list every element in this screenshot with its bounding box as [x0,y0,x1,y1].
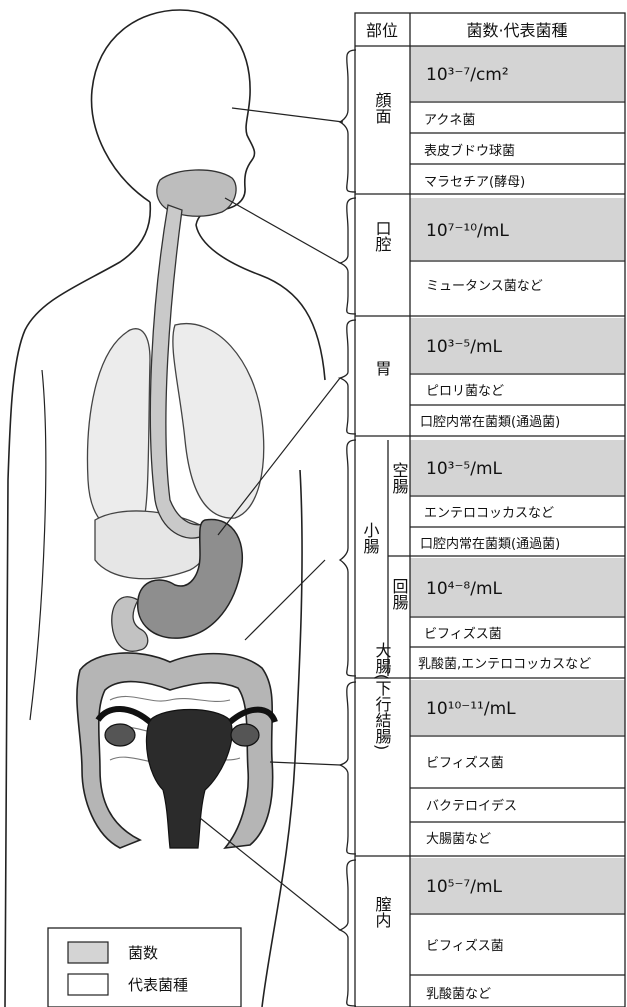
site-jejunum: 空腸 [390,462,409,495]
site-face: 顔面 [373,92,392,124]
bracket-small-intestine [340,440,356,676]
pointer-small-intestine [245,560,325,640]
left-fallopian-tube [98,709,150,722]
flora-table: 部位 菌数·代表菌種 顔面 口腔 胃 小腸 空腸 回腸 大腸(下行結腸) 膣内 … [340,13,625,1007]
right-lung [173,324,264,518]
site-large-intestine: 大腸(下行結腸) [373,642,392,750]
count-ileum: 10⁴⁻⁸/mL [426,579,503,599]
pointer-vagina [200,818,340,930]
species-face-1: アクネ菌 [424,113,475,128]
pointer-oral [225,198,340,263]
species-ileum-1: ビフィズス菌 [424,626,502,642]
count-large-intestine: 10¹⁰⁻¹¹/mL [426,699,516,719]
site-small-intestine: 小腸 [361,522,380,555]
species-large-intestine-2: バクテロイデス [426,798,517,814]
species-jejunum-2: 口腔内常在菌類(通過菌) [420,536,560,552]
arm-crease [30,370,46,720]
legend-species-swatch [68,974,108,995]
pointer-lines [200,108,343,930]
left-lung [87,329,150,533]
legend-species-label: 代表菌種 [128,976,188,994]
bracket-oral [340,198,356,314]
species-vagina-1: ビフィズス菌 [426,938,504,954]
species-face-3: マラセチア(酵母) [424,175,525,190]
site-ileum: 回腸 [390,578,409,611]
site-oral: 口腔 [373,220,392,253]
uterus [146,710,232,849]
bracket-face [340,50,356,192]
species-large-intestine-1: ビフィズス菌 [426,755,504,771]
legend: 菌数 代表菌種 [48,928,241,1007]
bracket-large-intestine [340,682,356,854]
liver [95,511,209,579]
species-stomach-1: ピロリ菌など [426,384,504,399]
species-vagina-2: 乳酸菌など [426,987,491,1002]
pointer-face [232,108,343,122]
count-face: 10³⁻⁷/cm² [426,65,509,85]
header-info: 菌数·代表菌種 [466,21,567,40]
count-oral: 10⁷⁻¹⁰/mL [426,221,509,241]
header-site: 部位 [366,21,398,40]
count-vagina: 10⁵⁻⁷/mL [426,877,503,897]
right-ovary [231,724,259,746]
legend-count-label: 菌数 [128,944,158,962]
pointer-large-intestine [270,762,340,765]
intestine-coil [110,696,230,701]
left-ovary [105,724,135,746]
bracket-vagina [340,860,356,1006]
bracket-stomach [340,320,356,434]
species-stomach-2: 口腔内常在菌類(通過菌) [420,414,560,430]
count-stomach: 10³⁻⁵/mL [426,337,503,357]
legend-count-swatch [68,942,108,963]
count-jejunum: 10³⁻⁵/mL [426,459,503,479]
species-large-intestine-3: 大腸菌など [426,832,491,847]
species-face-2: 表皮ブドウ球菌 [424,143,515,159]
species-jejunum-1: エンテロコッカスなど [424,506,554,521]
species-oral-1: ミュータンス菌など [426,279,543,294]
species-ileum-2: 乳酸菌,エンテロコッカスなど [418,657,591,672]
site-vagina: 膣内 [373,896,392,929]
site-stomach: 胃 [373,360,392,377]
